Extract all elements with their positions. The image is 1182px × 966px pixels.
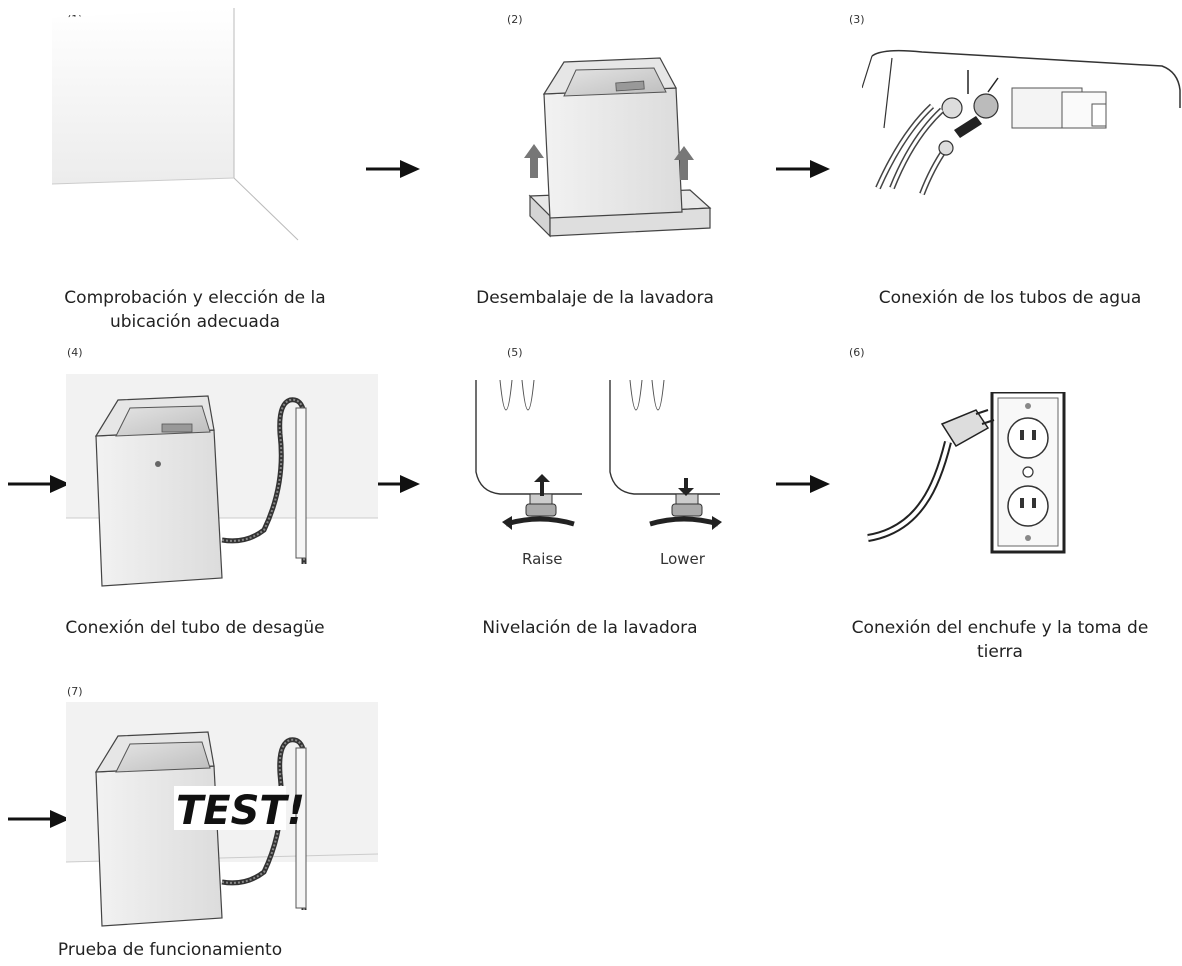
water-hose-connection-illustration	[862, 49, 1181, 196]
arrow-right-icon	[8, 810, 70, 828]
washer-unpacking-illustration	[524, 57, 712, 238]
step-number-4: (4)	[67, 346, 83, 359]
arrow-right-icon	[776, 160, 830, 178]
step-number-7: (7)	[67, 685, 83, 698]
step-number-3: (3)	[849, 13, 865, 26]
caption-step-3: Conexión de los tubos de agua	[878, 288, 1142, 308]
arrow-right-icon	[8, 475, 70, 493]
leveling-legs-illustration: Raise Lower	[475, 380, 722, 568]
step-number-5: (5)	[507, 346, 523, 359]
caption-step-4: Conexión del tubo de desagüe	[65, 618, 325, 638]
test-label: TEST!	[176, 788, 305, 834]
arrow-right-icon	[776, 475, 830, 493]
caption-step-6: Conexión del enchufe y la toma de tierra	[851, 618, 1149, 662]
lower-label: Lower	[660, 550, 706, 568]
caption-step-5: Nivelación de la lavadora	[482, 618, 698, 638]
caption-step-1: Comprobación y elección de la ubicación …	[64, 288, 326, 332]
room-corner-illustration	[51, 8, 299, 241]
test-run-illustration: TEST!	[66, 702, 378, 927]
caption-step-2: Desembalaje de la lavadora	[476, 288, 714, 308]
arrow-right-icon	[366, 160, 420, 178]
step-number-2: (2)	[507, 13, 523, 26]
step-number-6: (6)	[849, 346, 865, 359]
plug-outlet-illustration	[867, 392, 1066, 554]
raise-label: Raise	[522, 550, 563, 568]
drain-hose-illustration	[66, 374, 378, 587]
caption-step-7: Prueba de funcionamiento	[57, 940, 283, 960]
